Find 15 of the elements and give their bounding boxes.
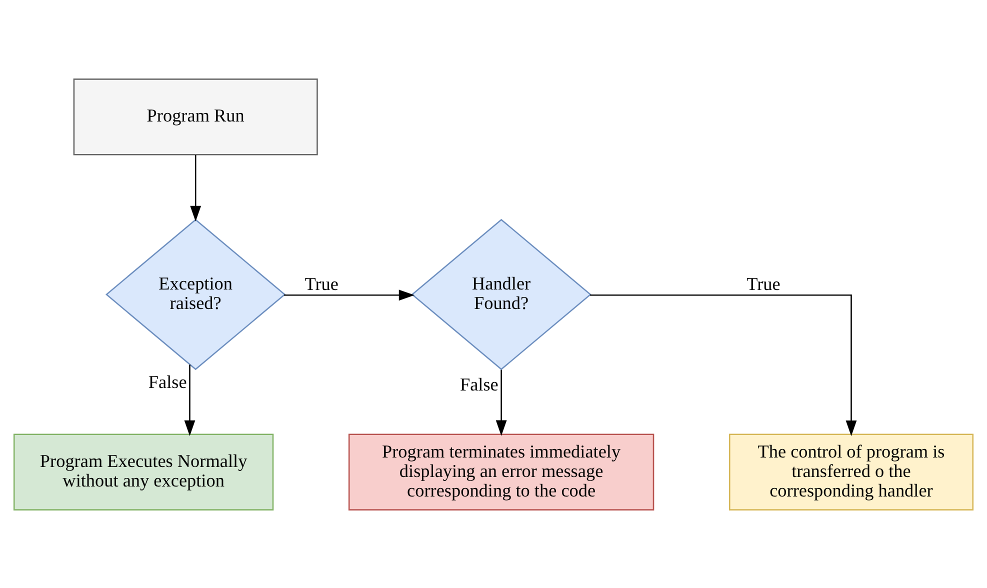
- node-diamond: Handler Found?: [411, 218, 592, 370]
- edge-label: False: [148, 371, 187, 392]
- arrow: [190, 154, 202, 222]
- arrow: [590, 294, 857, 436]
- node-diamond: Exception raised?: [105, 218, 286, 370]
- edge-label: True: [746, 274, 780, 294]
- edge-label: True: [304, 274, 338, 294]
- arrow: [184, 364, 196, 436]
- arrow: [496, 369, 507, 436]
- node-box: Program Executes Normally without any exception: [13, 433, 274, 510]
- arrow: [284, 289, 415, 300]
- node-box: The control of program is transferred o the corresponding handler: [728, 433, 974, 510]
- node-box: Program Run: [73, 78, 318, 155]
- edge-label: False: [460, 374, 498, 394]
- node-box: Program terminates immediately displaying an error message corresponding to the code: [348, 433, 654, 510]
